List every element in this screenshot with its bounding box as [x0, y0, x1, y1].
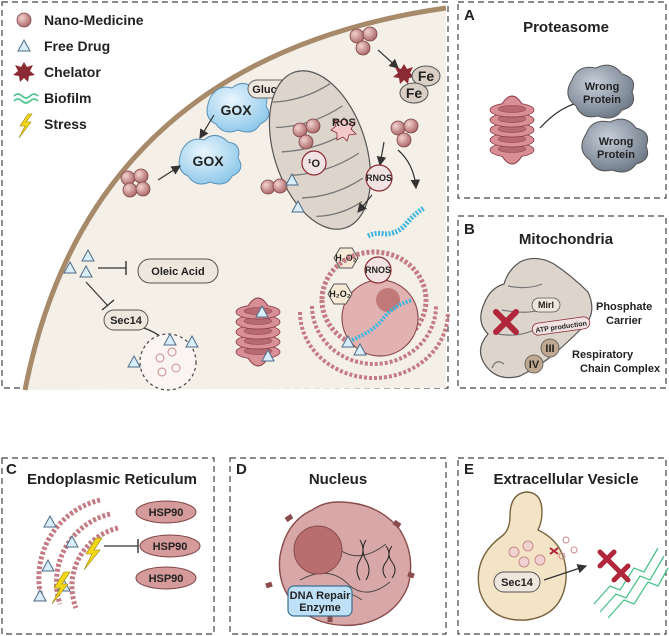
panel-d-title: Nucleus: [309, 471, 367, 488]
chelator-mark: [393, 64, 415, 84]
hsp90-label-1: HSP90: [149, 507, 184, 519]
cross-mark-e1: [597, 549, 617, 569]
panel-b-title: Mitochondria: [519, 231, 614, 248]
sec14-pill: [103, 309, 149, 331]
panel-e-letter: E: [464, 461, 474, 478]
complex-iii-label: III: [545, 343, 554, 355]
panel-d-letter: D: [236, 461, 247, 478]
wrong-protein-1-line2: Protein: [583, 94, 621, 106]
complex-iv-label: IV: [529, 359, 540, 371]
stress-bolt-1: [83, 537, 103, 571]
wrong-protein-1-line1: Wrong: [585, 81, 620, 93]
respiratory-line2: Chain Complex: [580, 363, 661, 375]
panel-a: A Proteasome Wrong Protein Wrong Protein: [457, 1, 667, 199]
rnos-label-2: RNOS: [365, 265, 391, 275]
h2o2-label-1: H₂O₂: [335, 253, 357, 263]
wrong-protein-blob-2: [581, 118, 649, 173]
dna-repair-box: [287, 585, 353, 617]
fe-label-2: Fe: [406, 85, 423, 101]
panel-e-title: Extracellular Vesicle: [493, 471, 638, 488]
phosphate-carrier-line1: Phosphate: [596, 301, 652, 313]
inhibit-cross-mark: [493, 309, 519, 335]
ros-label: ROS: [332, 117, 356, 129]
vesicle: [139, 333, 197, 391]
gox-label-2: GOX: [192, 153, 224, 169]
legend-free-drug: Free Drug: [44, 38, 110, 54]
legend-biofilm: Biofilm: [44, 90, 91, 106]
oleic-acid-label: Oleic Acid: [151, 266, 204, 278]
h2o2-label-2: H₂O₂: [329, 289, 351, 299]
hsp90-label-2: HSP90: [153, 541, 188, 553]
mirl-label: Mirl: [538, 300, 554, 310]
stress-icon: [18, 113, 33, 139]
legend-nano-medicine: Nano-Medicine: [44, 12, 144, 28]
oleic-acid-pill: [137, 258, 219, 284]
legend-stress: Stress: [44, 116, 87, 132]
wrong-protein-2-line2: Protein: [597, 149, 635, 161]
biofilm-strand: [366, 205, 426, 239]
respiratory-line1: Respiratory: [572, 349, 634, 361]
dna-repair-line2: Enzyme: [299, 602, 341, 614]
legend: Nano-Medicine Free Drug Chelator Biofilm…: [13, 12, 144, 139]
sec14-label: Sec14: [110, 315, 143, 327]
dna-repair-line1: DNA Repair: [290, 590, 351, 602]
wrong-protein-blob-1: [567, 64, 635, 119]
panel-b: B Mitochondria Mirl ATP production III I…: [457, 215, 667, 389]
fe-label-1: Fe: [418, 68, 435, 84]
sec14-pill-e: [493, 571, 541, 593]
panel-b-letter: B: [464, 221, 475, 238]
wrong-protein-2-line1: Wrong: [599, 136, 634, 148]
cell-mitochondrion: [268, 70, 372, 230]
panel-a-title: Proteasome: [523, 19, 609, 36]
chelator-icon: [13, 62, 35, 82]
rnos-label-1: RNOS: [366, 173, 392, 183]
biofilm-icon: [13, 93, 39, 104]
cell-panel: Nano-Medicine Free Drug Chelator Biofilm…: [1, 1, 450, 391]
phosphate-carrier-line2: Carrier: [606, 315, 643, 327]
mito-shape: [479, 257, 593, 379]
cross-mark-e2: [611, 563, 631, 583]
panel-c-title: Endoplasmic Reticulum: [27, 471, 197, 488]
legend-chelator: Chelator: [44, 64, 101, 80]
gox-blob-2: [178, 135, 242, 185]
gox-label-1: GOX: [220, 102, 252, 118]
panel-e: E Extracellular Vesicle Sec14: [457, 457, 669, 635]
panel-d: D Nucleus DNA Repair Enzyme: [229, 457, 447, 635]
panel-c-letter: C: [6, 461, 17, 478]
stress-bolt-2: [51, 571, 71, 605]
hsp90-label-3: HSP90: [149, 573, 184, 585]
singlet-oxygen-label: ¹O: [308, 158, 321, 170]
proteasome-barrel: [489, 95, 535, 165]
panel-c: C Endoplasmic Reticulum HSP90 HSP90 HSP9…: [1, 457, 215, 635]
cell-proteasome: [235, 297, 281, 367]
sec14-label-e: Sec14: [501, 577, 534, 589]
nucleolus: [293, 525, 343, 575]
panel-a-letter: A: [464, 7, 475, 24]
